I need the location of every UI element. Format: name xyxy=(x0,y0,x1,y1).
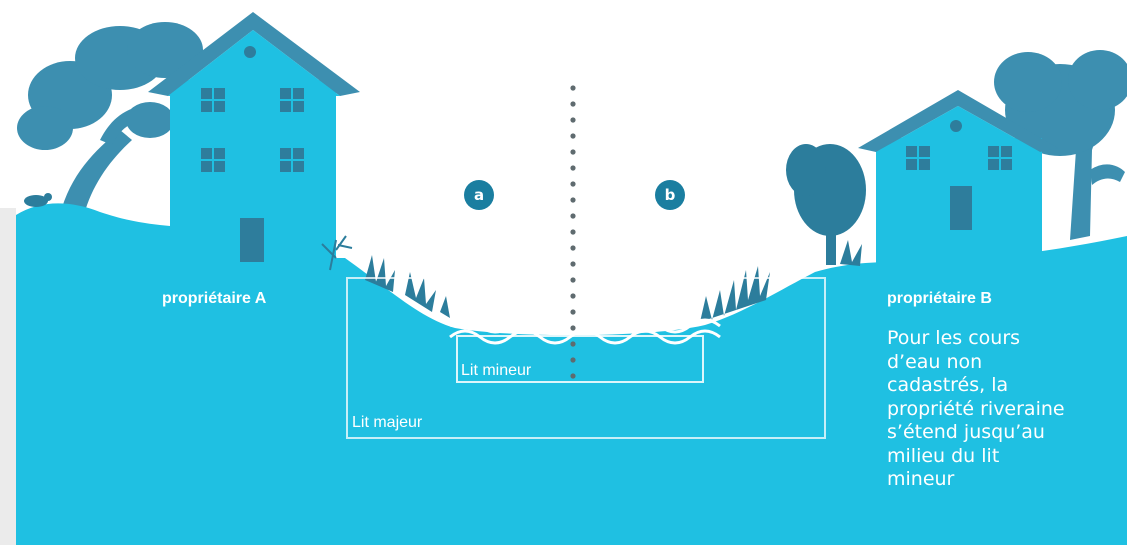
zone-b-badge: b xyxy=(655,180,685,210)
zone-a-label: a xyxy=(474,186,484,204)
note-line: milieu du lit xyxy=(887,445,1117,469)
note-line: propriété riveraine xyxy=(887,398,1117,422)
note-line: s’étend jusqu’au xyxy=(887,421,1117,445)
note-line: d’eau non xyxy=(887,351,1117,375)
owner-b-label: propriétaire B xyxy=(887,290,992,308)
right-tree-small xyxy=(786,144,866,265)
zone-b-label: b xyxy=(665,186,676,204)
note-line: Pour les cours xyxy=(887,327,1117,351)
note-line: cadastrés, la xyxy=(887,374,1117,398)
note-line: mineur xyxy=(887,468,1117,492)
riparian-ownership-note: Pour les cours d’eau non cadastrés, la p… xyxy=(887,327,1117,492)
owner-a-label: propriétaire A xyxy=(162,290,266,308)
zone-a-badge: a xyxy=(464,180,494,210)
lit-majeur-label: Lit majeur xyxy=(352,414,422,432)
lit-mineur-label: Lit mineur xyxy=(461,362,531,380)
left-margin-band xyxy=(0,208,16,545)
left-grass xyxy=(110,186,135,214)
